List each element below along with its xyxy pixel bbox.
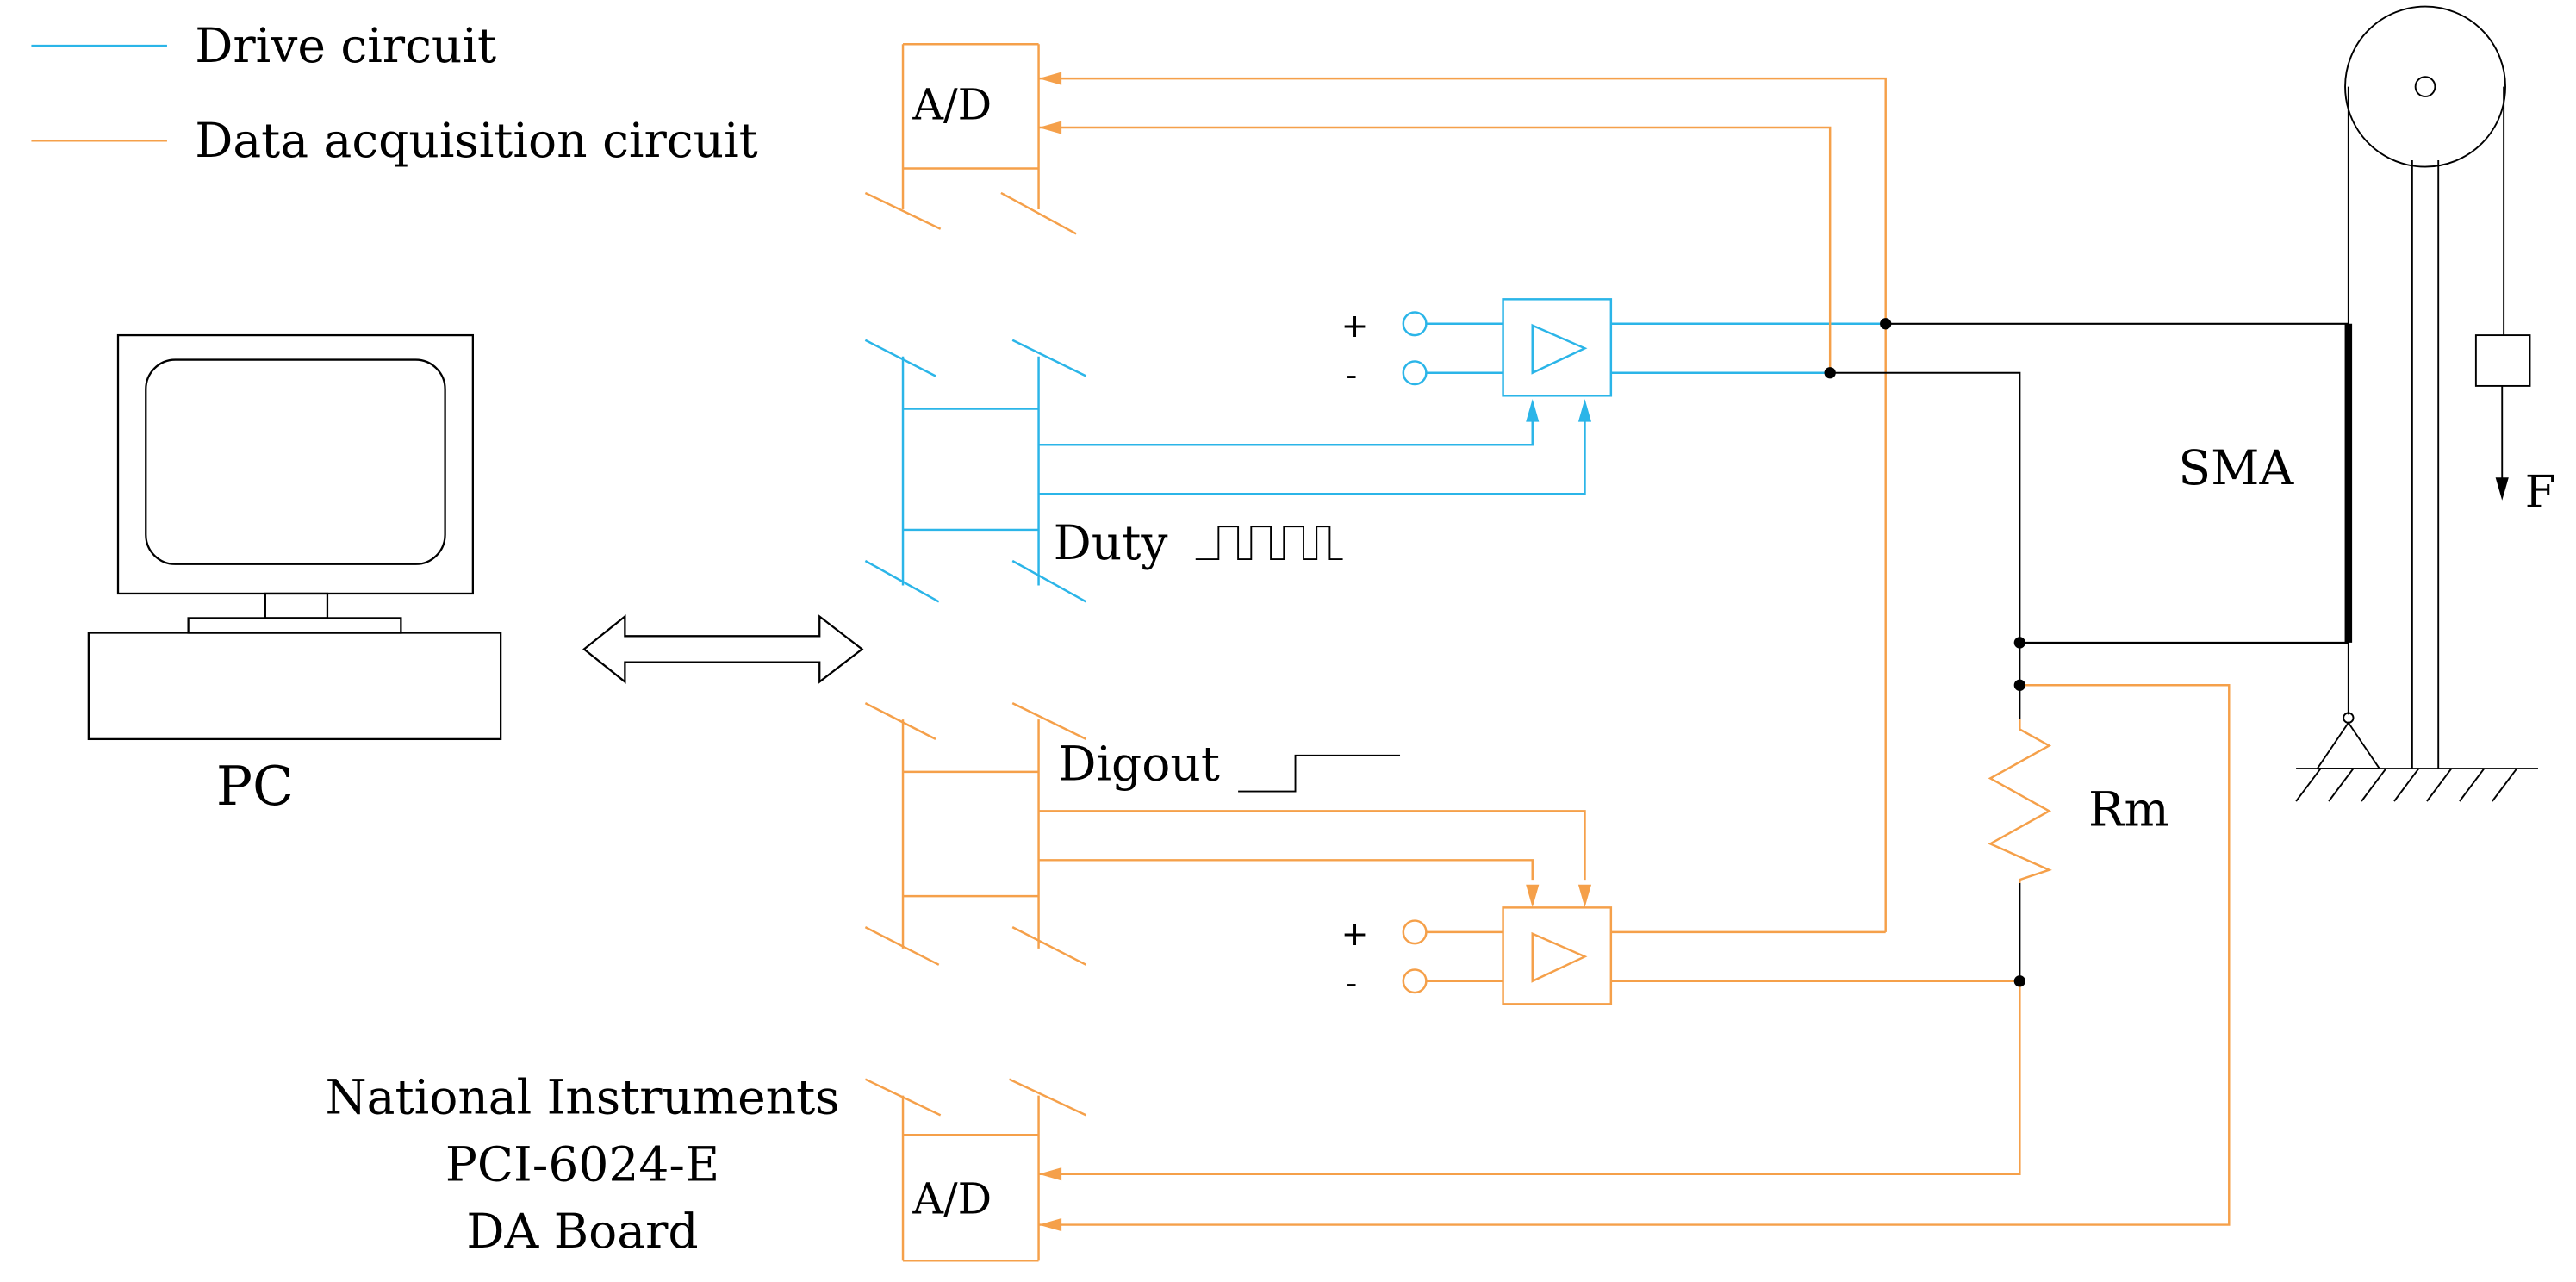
ad-block-bottom [864, 1078, 1087, 1262]
pc-monitor-outer [116, 333, 475, 595]
load-mass [2474, 334, 2531, 387]
arrowhead-ad-bottom-1 [1038, 1167, 1062, 1181]
amp-top-minus-label: - [1346, 356, 1357, 394]
force-arrowhead [2495, 477, 2509, 501]
amp-bottom-plus-terminal [1402, 919, 1428, 945]
junction-dots [1824, 318, 2025, 987]
arrowhead-ad-top-1 [1038, 72, 1062, 85]
board-name-line1: National Instruments [326, 1070, 840, 1125]
force-label: F [2525, 466, 2556, 518]
board-name-line3: DA Board [466, 1204, 698, 1259]
sma-test-rig [2295, 5, 2538, 802]
amplifier-top-triangle-icon [1531, 323, 1588, 375]
digout-step-signal [1238, 754, 1401, 793]
sma-label: SMA [2178, 440, 2294, 495]
pc-label: PC [216, 755, 294, 818]
arrowhead-drive-2 [1577, 399, 1592, 422]
digout-board [864, 702, 1087, 966]
pivot-triangle [2315, 721, 2381, 769]
amp-top-plus-label: + [1341, 307, 1369, 345]
amp-bottom-minus-label: - [1346, 964, 1357, 1002]
amp-bottom-plus-label: + [1341, 915, 1369, 953]
pc-stand [264, 592, 329, 619]
amplifier-bottom [1038, 810, 2020, 1005]
duty-pwm-signal [1195, 526, 1343, 561]
pc-screen [145, 358, 446, 565]
arrowhead-drive-1 [1526, 399, 1540, 422]
amplifier-top [1038, 298, 1886, 495]
circuit-wires [1830, 322, 2349, 981]
legend-data-label: Data acquisition circuit [195, 113, 758, 168]
pulley-icon [2344, 5, 2506, 168]
digout-label: Digout [1058, 736, 1220, 791]
amp-bottom-minus-terminal [1402, 968, 1428, 994]
legend: Drive circuit Data acquisition circuit [31, 18, 758, 168]
amp-top-minus-terminal [1402, 360, 1428, 386]
drive-board [864, 339, 1087, 603]
ground-hatching [2295, 768, 2518, 802]
pc-base [187, 617, 402, 634]
data-acquisition-wires [1038, 77, 2231, 1226]
legend-drive-label: Drive circuit [195, 18, 496, 73]
arrowhead-data-1 [1526, 884, 1540, 908]
duty-label: Duty [1054, 515, 1168, 570]
arrowhead-data-2 [1577, 884, 1592, 908]
ad-bottom-label: A/D [912, 1173, 992, 1223]
rm-label: Rm [2088, 781, 2169, 837]
ad-block-top [864, 43, 1077, 235]
arrowhead-ad-bottom-2 [1038, 1217, 1062, 1232]
arrowhead-ad-top-2 [1038, 121, 1062, 134]
ad-top-label: A/D [912, 80, 992, 130]
double-arrow-icon [582, 614, 864, 684]
pc-keyboard-unit [87, 632, 502, 741]
board-name-line2: PCI-6024-E [445, 1136, 719, 1192]
zigzag-resistor-icon [1988, 719, 2052, 883]
pc-computer [87, 333, 502, 741]
amp-top-plus-terminal [1402, 311, 1428, 337]
pulley-axle [2414, 76, 2436, 97]
amplifier-bottom-triangle-icon [1531, 931, 1588, 983]
